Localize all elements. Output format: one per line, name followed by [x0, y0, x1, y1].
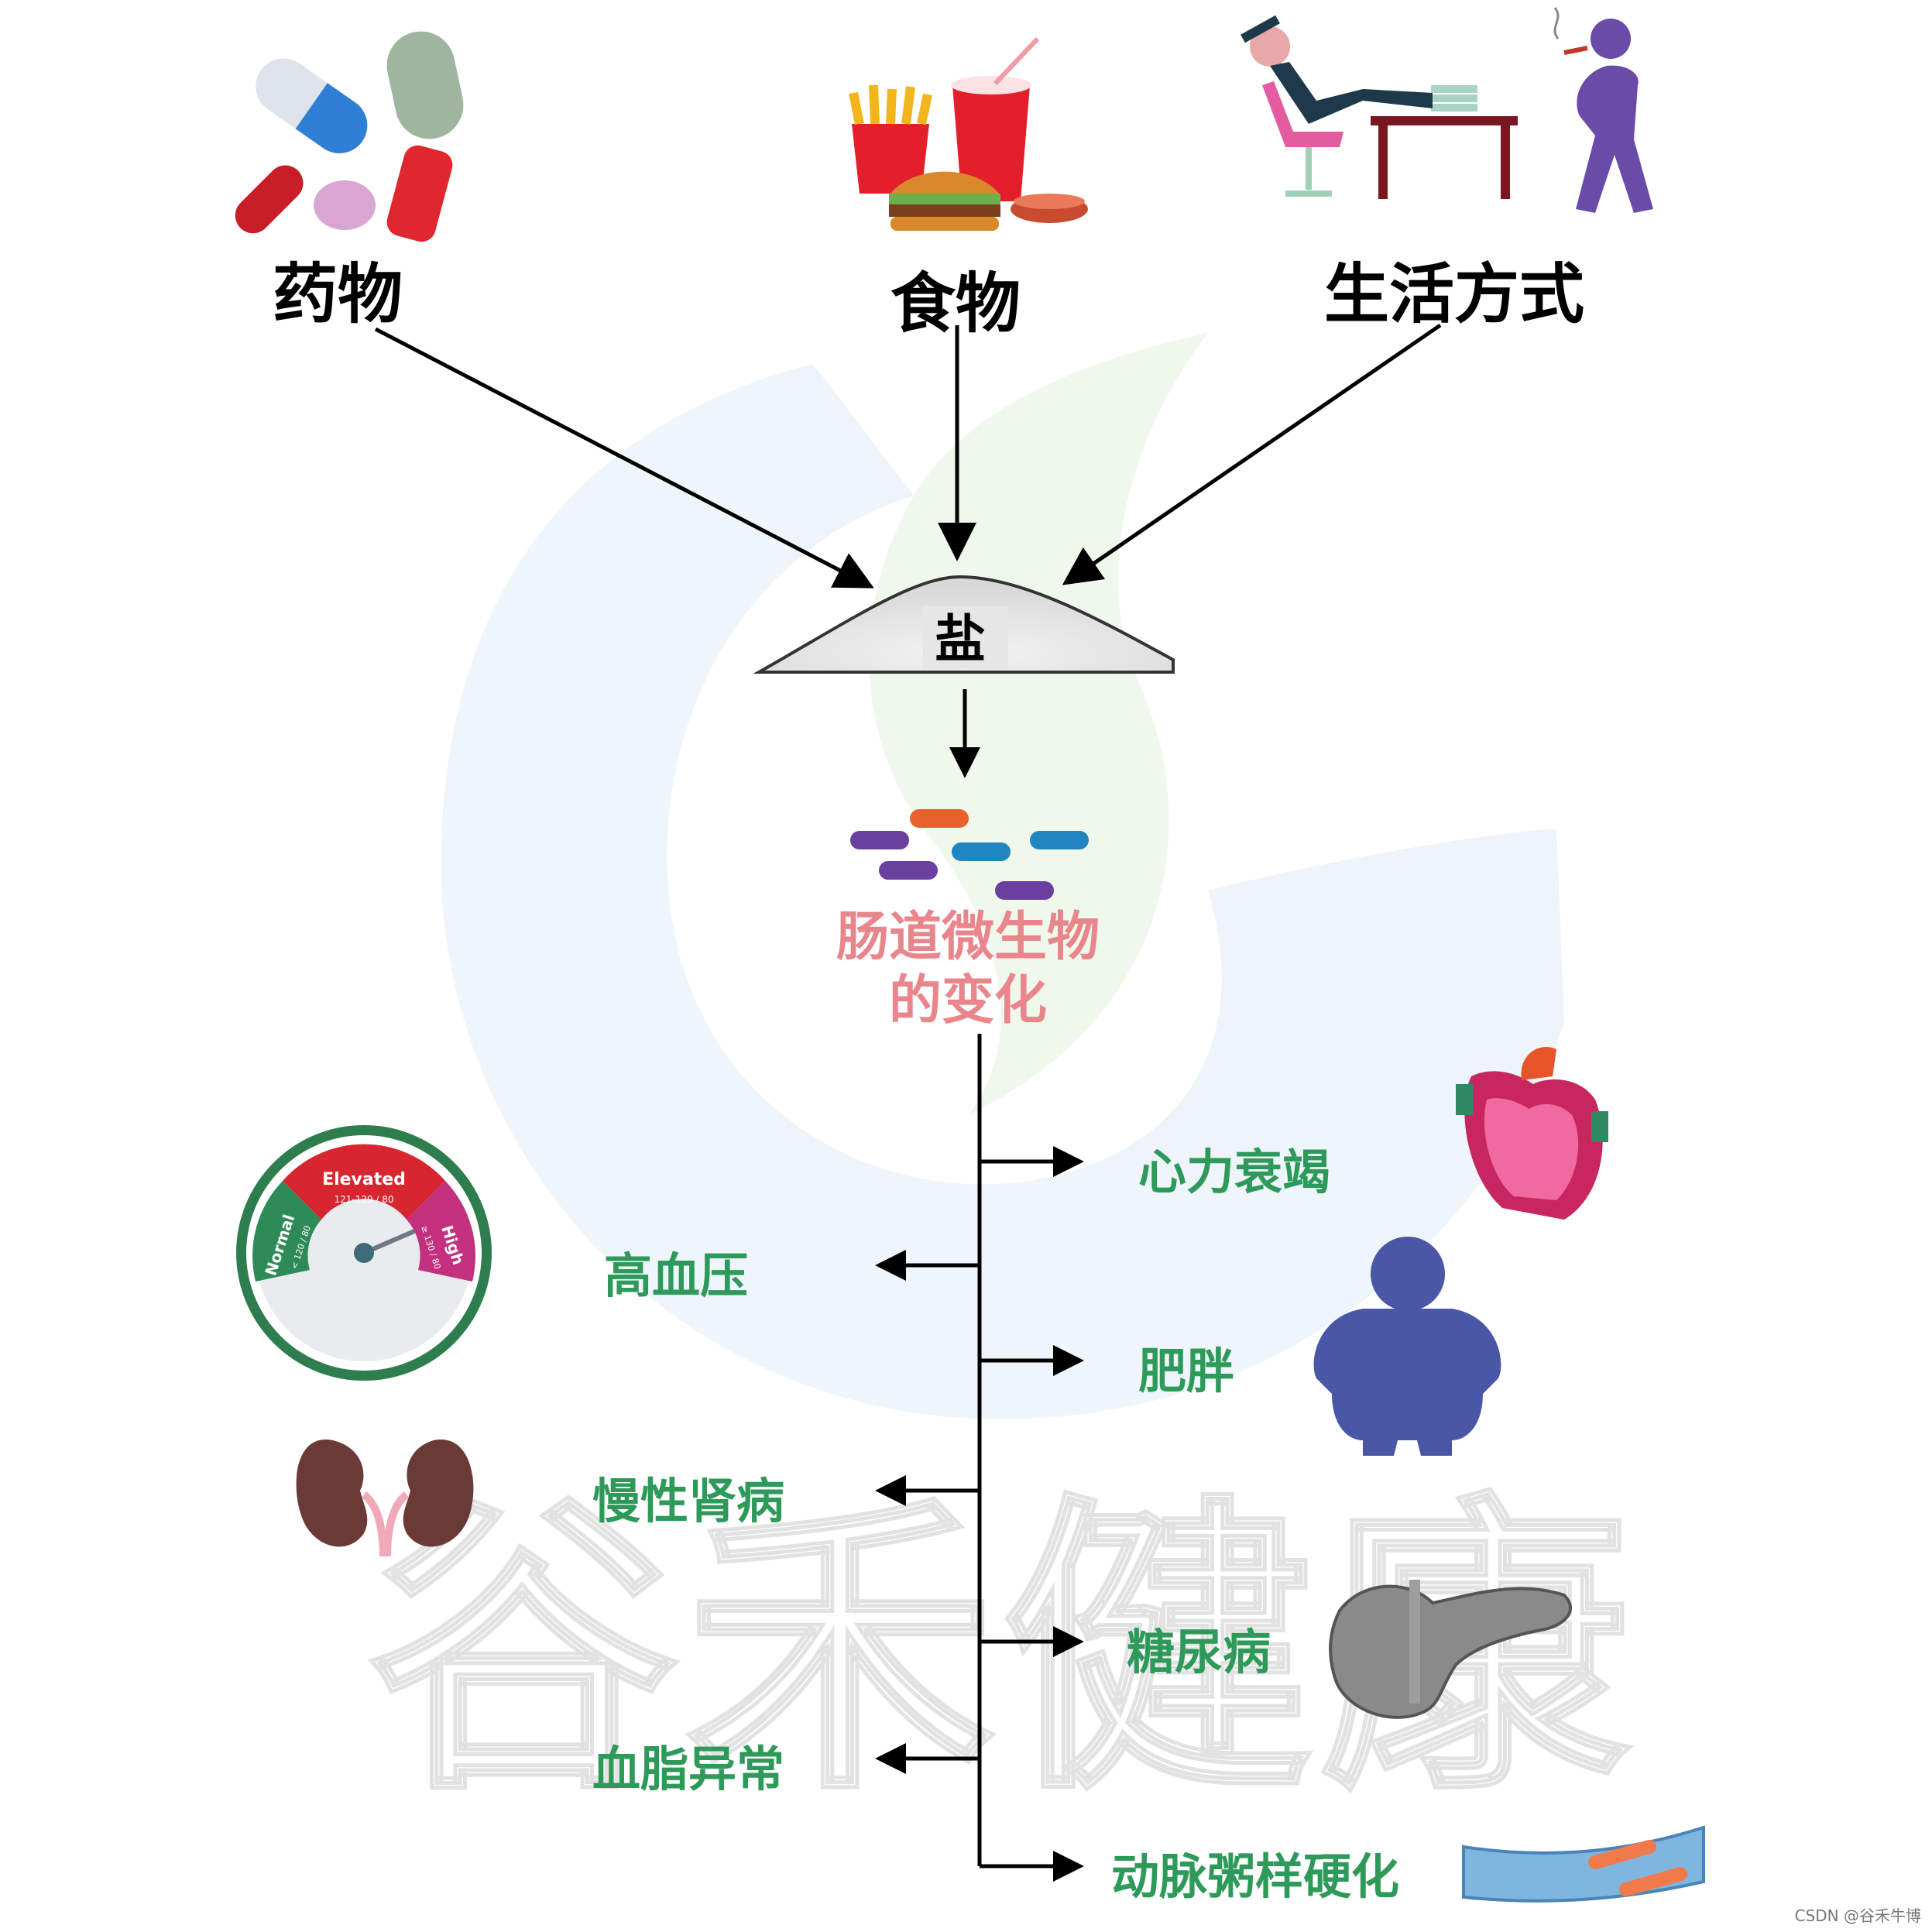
- blood-pressure-gauge-icon: [236, 1125, 492, 1381]
- kidneys-icon: [296, 1440, 474, 1557]
- arrow-drugs-to-salt: [374, 327, 874, 589]
- outcome-hypertension-label: 高血压: [604, 1247, 749, 1304]
- source-drugs-label: 药物: [273, 256, 403, 332]
- microbiome-line2: 的变化: [888, 970, 1047, 1031]
- smoking-person-icon: [1553, 7, 1653, 213]
- outcome-obesity-label: 肥胖: [1138, 1343, 1235, 1399]
- fast-food-icon: [849, 36, 1088, 231]
- salt-pile-icon: [753, 575, 1175, 674]
- source-lifestyle-label: 生活方式: [1324, 256, 1585, 332]
- gauge-range-elevated: 121-129 / 80: [334, 1194, 393, 1205]
- salt-label: 盐: [935, 609, 986, 669]
- outcome-dyslipidemia-label: 血脂异常: [592, 1741, 785, 1797]
- footer-credit: CSDN @谷禾牛博: [1794, 1906, 1921, 1925]
- obese-person-icon: [1313, 1237, 1501, 1456]
- microbiome-change-label: 肠道微生物 的变化: [821, 906, 1115, 1033]
- arrow-lifestyle-to-salt: [1062, 323, 1442, 585]
- artery-icon: [1462, 1825, 1705, 1903]
- heart-icon: [1456, 1046, 1608, 1220]
- bacteria-icon: [850, 809, 1089, 900]
- pills-icon: [235, 31, 464, 242]
- outcome-ckd-label: 慢性肾病: [592, 1473, 785, 1529]
- microbiome-line1: 肠道微生物: [836, 907, 1100, 968]
- outcome-atherosclerosis-label: 动脉粥样硬化: [1111, 1848, 1400, 1905]
- outcome-diabetes-label: 糖尿病: [1127, 1624, 1271, 1680]
- pancreas-icon: [1329, 1580, 1573, 1719]
- outcome-heart-failure-label: 心力衰竭: [1138, 1144, 1331, 1200]
- source-food-label: 食物: [891, 266, 1021, 341]
- gauge-label-elevated: Elevated: [322, 1170, 406, 1189]
- sedentary-person-icon: [1241, 15, 1518, 199]
